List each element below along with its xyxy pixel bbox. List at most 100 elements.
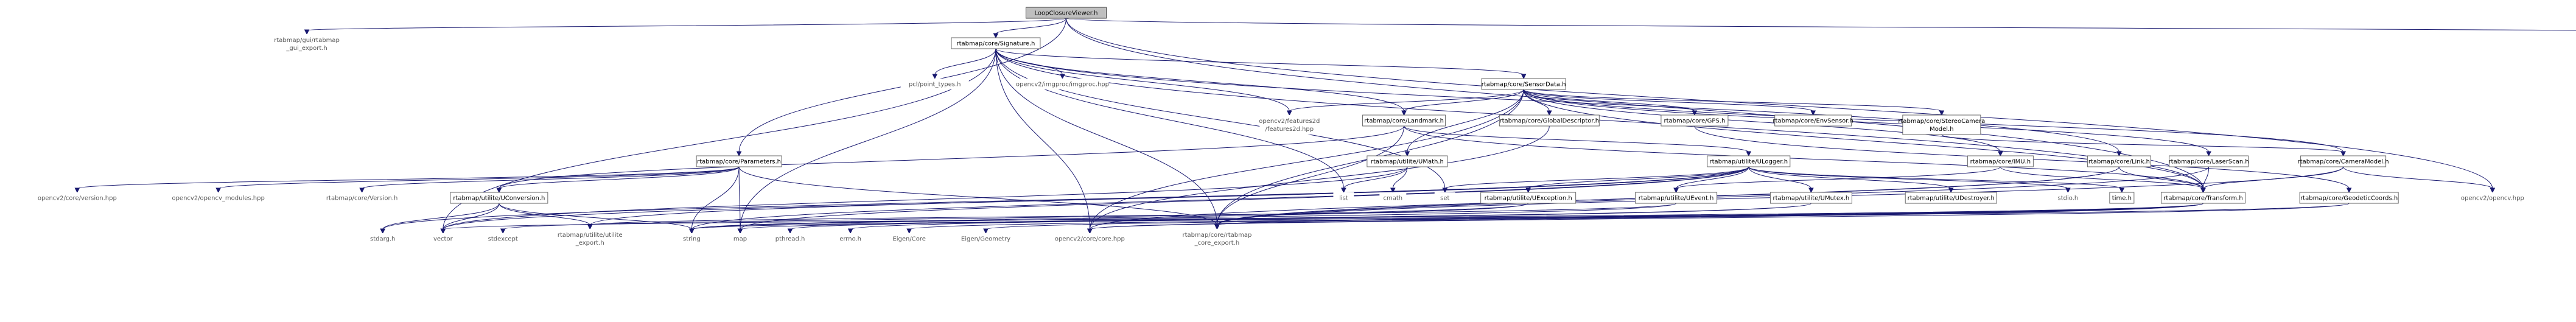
edge-signature-to-list [995, 48, 1344, 189]
node-geodetic-box [2299, 192, 2399, 204]
node-core_export-label-1: _core_export.h [1194, 240, 1240, 247]
node-transform-label-0: rtabmap/core/Transform.h [2163, 195, 2242, 202]
node-sensordata[interactable]: rtabmap/core/SensorData.h [1481, 78, 1566, 90]
node-globaldesc[interactable]: rtabmap/core/GlobalDescriptor.h [1499, 114, 1600, 127]
node-stdarg: stdarg.h [366, 233, 399, 244]
node-string-box [679, 233, 704, 244]
edge-signature-to-pcl_types [934, 48, 996, 75]
node-rt_version-box [324, 192, 400, 203]
node-cv_hpp-label-0: opencv2/opencv.hpp [2461, 195, 2524, 202]
node-geodetic-label-0: rtabmap/core/GeodeticCoords.h [2300, 195, 2398, 202]
node-root-box [1026, 7, 1107, 19]
edge-sensordata-to-laserscan [1523, 89, 2210, 153]
nodes-layer: LoopClosureViewer.hrtabmap/gui/rtabmap_g… [36, 7, 2525, 248]
node-time[interactable]: time.h [2109, 192, 2135, 204]
edge-root-to-cv_hpp [1066, 18, 2493, 189]
node-cv_hpp: opencv2/opencv.hpp [2459, 192, 2525, 203]
node-features2d-label-0: opencv2/features2d [1259, 118, 1320, 125]
edge-cameramodel-to-transform [2203, 166, 2344, 189]
arrowhead-transform-to-string [689, 228, 695, 234]
edge-ulogger-to-set [1444, 166, 1749, 189]
edge-transform-to-vector [443, 203, 2203, 230]
arrowhead-sensordata-to-umath [1404, 151, 1410, 157]
edge-sensordata-to-cv_core [1089, 89, 1524, 230]
node-vector-box [429, 233, 457, 244]
node-signature-box [951, 37, 1041, 49]
edge-link-to-transform [2118, 166, 2203, 189]
edge-uconversion-to-stdarg [382, 203, 500, 230]
node-laserscan[interactable]: rtabmap/core/LaserScan.h [2169, 155, 2249, 167]
edge-signature-to-link [995, 48, 2119, 153]
node-string: string [679, 233, 704, 244]
node-link-label-0: rtabmap/core/Link.h [2088, 159, 2150, 166]
node-utilite_export-label-1: _export.h [575, 240, 604, 247]
node-eigen_core-box [891, 233, 928, 244]
node-eigen_geometry-label-0: Eigen/Geometry [961, 236, 1010, 243]
node-globaldesc-label-0: rtabmap/core/GlobalDescriptor.h [1500, 118, 1600, 125]
node-errno: errno.h [838, 233, 864, 244]
arrowhead-root-to-gui_export [304, 29, 310, 35]
node-udestroyer-label-0: rtabmap/utilite/UDestroyer.h [1908, 195, 1995, 202]
node-pthread-box [774, 233, 807, 244]
node-parameters-box [696, 155, 782, 167]
arrowhead-link-to-transform [2200, 187, 2206, 194]
node-uexception[interactable]: rtabmap/utilite/UException.h [1480, 192, 1577, 204]
node-map-box [731, 233, 750, 244]
arrowhead-umutex-to-errno [847, 228, 853, 234]
node-transform-box [2161, 192, 2246, 204]
node-link-box [2087, 155, 2151, 167]
node-link[interactable]: rtabmap/core/Link.h [2087, 155, 2151, 167]
node-umath[interactable]: rtabmap/utilite/UMath.h [1367, 155, 1448, 167]
node-pthread-label-0: pthread.h [775, 236, 805, 243]
node-uevent[interactable]: rtabmap/utilite/UEvent.h [1635, 192, 1718, 204]
node-parameters[interactable]: rtabmap/core/Parameters.h [696, 155, 782, 167]
node-uconversion[interactable]: rtabmap/utilite/UConversion.h [450, 192, 548, 204]
node-envsensor-label-0: rtabmap/core/EnvSensor.h [1773, 118, 1853, 125]
edge-ulogger-to-udestroyer [1748, 166, 1951, 189]
node-stereocam-box [1902, 114, 1981, 135]
node-root[interactable]: LoopClosureViewer.h [1026, 7, 1107, 19]
node-stdexcept-box [486, 233, 520, 244]
node-map-label-0: map [733, 236, 747, 243]
node-umutex-box [1769, 192, 1852, 204]
edge-parameters-to-cv_modules [218, 166, 740, 189]
node-transform[interactable]: rtabmap/core/Transform.h [2161, 192, 2246, 204]
node-cameramodel[interactable]: rtabmap/core/CameraModel.h [2298, 155, 2389, 167]
edge-umath-to-vector [443, 166, 1408, 230]
node-set: set [1434, 192, 1455, 203]
edge-root-to-gui_export [306, 18, 1066, 31]
node-geodetic[interactable]: rtabmap/core/GeodeticCoords.h [2299, 192, 2399, 204]
node-cv_core-label-0: opencv2/core/core.hpp [1055, 236, 1125, 243]
edge-geodetic-to-cv_core [1089, 203, 2350, 230]
edge-signature-to-sensordata [995, 48, 1524, 75]
node-udestroyer[interactable]: rtabmap/utilite/UDestroyer.h [1905, 192, 1997, 204]
node-ulogger[interactable]: rtabmap/utilite/ULogger.h [1707, 155, 1791, 167]
node-pthread: pthread.h [774, 233, 807, 244]
node-laserscan-box [2169, 155, 2249, 167]
node-umutex[interactable]: rtabmap/utilite/UMutex.h [1769, 192, 1852, 204]
edge-ulogger-to-map [740, 166, 1749, 230]
node-gps[interactable]: rtabmap/core/GPS.h [1661, 114, 1729, 127]
edge-signature-to-cv_core [995, 48, 1090, 230]
arrowhead-umath-to-list [1341, 187, 1346, 194]
edge-umath-to-cmath [1392, 166, 1408, 189]
node-stdio-box [2054, 192, 2082, 203]
node-signature[interactable]: rtabmap/core/Signature.h [951, 37, 1041, 49]
node-stdarg-label-0: stdarg.h [370, 236, 395, 243]
node-imu[interactable]: rtabmap/core/IMU.h [1967, 155, 2034, 167]
node-list-label-0: list [1339, 195, 1348, 202]
node-signature-label-0: rtabmap/core/Signature.h [956, 41, 1035, 47]
node-cmath-label-0: cmath [1383, 195, 1402, 202]
node-cv_modules-label-0: opencv2/opencv_modules.hpp [172, 195, 264, 202]
node-gps-box [1661, 114, 1729, 127]
edge-stereocam-to-cameramodel [1941, 134, 2344, 153]
node-utilite_export: rtabmap/utilite/utilite_export.h [551, 229, 629, 248]
node-landmark[interactable]: rtabmap/core/Landmark.h [1362, 114, 1446, 127]
arrowhead-landmark-to-ulogger [1746, 151, 1752, 157]
node-envsensor[interactable]: rtabmap/core/EnvSensor.h [1773, 114, 1853, 127]
node-core_export: rtabmap/core/rtabmap_core_export.h [1180, 229, 1254, 248]
node-stdexcept: stdexcept [486, 233, 520, 244]
node-cv_modules-box [171, 192, 265, 203]
